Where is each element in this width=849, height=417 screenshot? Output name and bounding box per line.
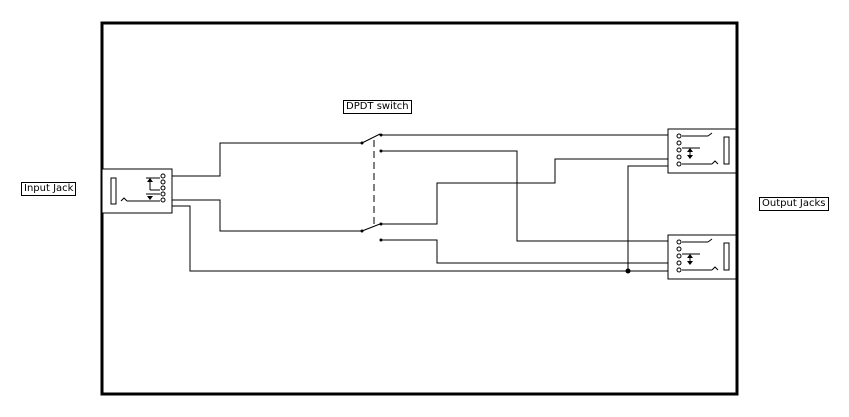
input-jack-label: Input Jack: [21, 182, 77, 196]
output-jacks-label: Output Jacks: [759, 197, 829, 211]
input-jack-icon: [101, 168, 173, 214]
dpdt-switch-icon: [360, 133, 383, 242]
wires: [172, 134, 668, 272]
ground-junction: [625, 268, 631, 274]
wire-input-ring: [172, 199, 362, 232]
wire-output1-sleeve: [627, 165, 668, 271]
dpdt-switch-label: DPDT switch: [343, 100, 412, 114]
wire-input-sleeve: [172, 205, 668, 272]
output-jack-2-icon: [667, 234, 737, 280]
enclosure-box: [100, 21, 739, 396]
wire-pole2-throwB: [381, 239, 668, 264]
wire-pole2-throwA: [381, 158, 668, 225]
wire-input-tip: [172, 142, 362, 177]
output-jack-1-icon: [667, 128, 737, 174]
wire-pole1-throwB: [381, 150, 668, 242]
